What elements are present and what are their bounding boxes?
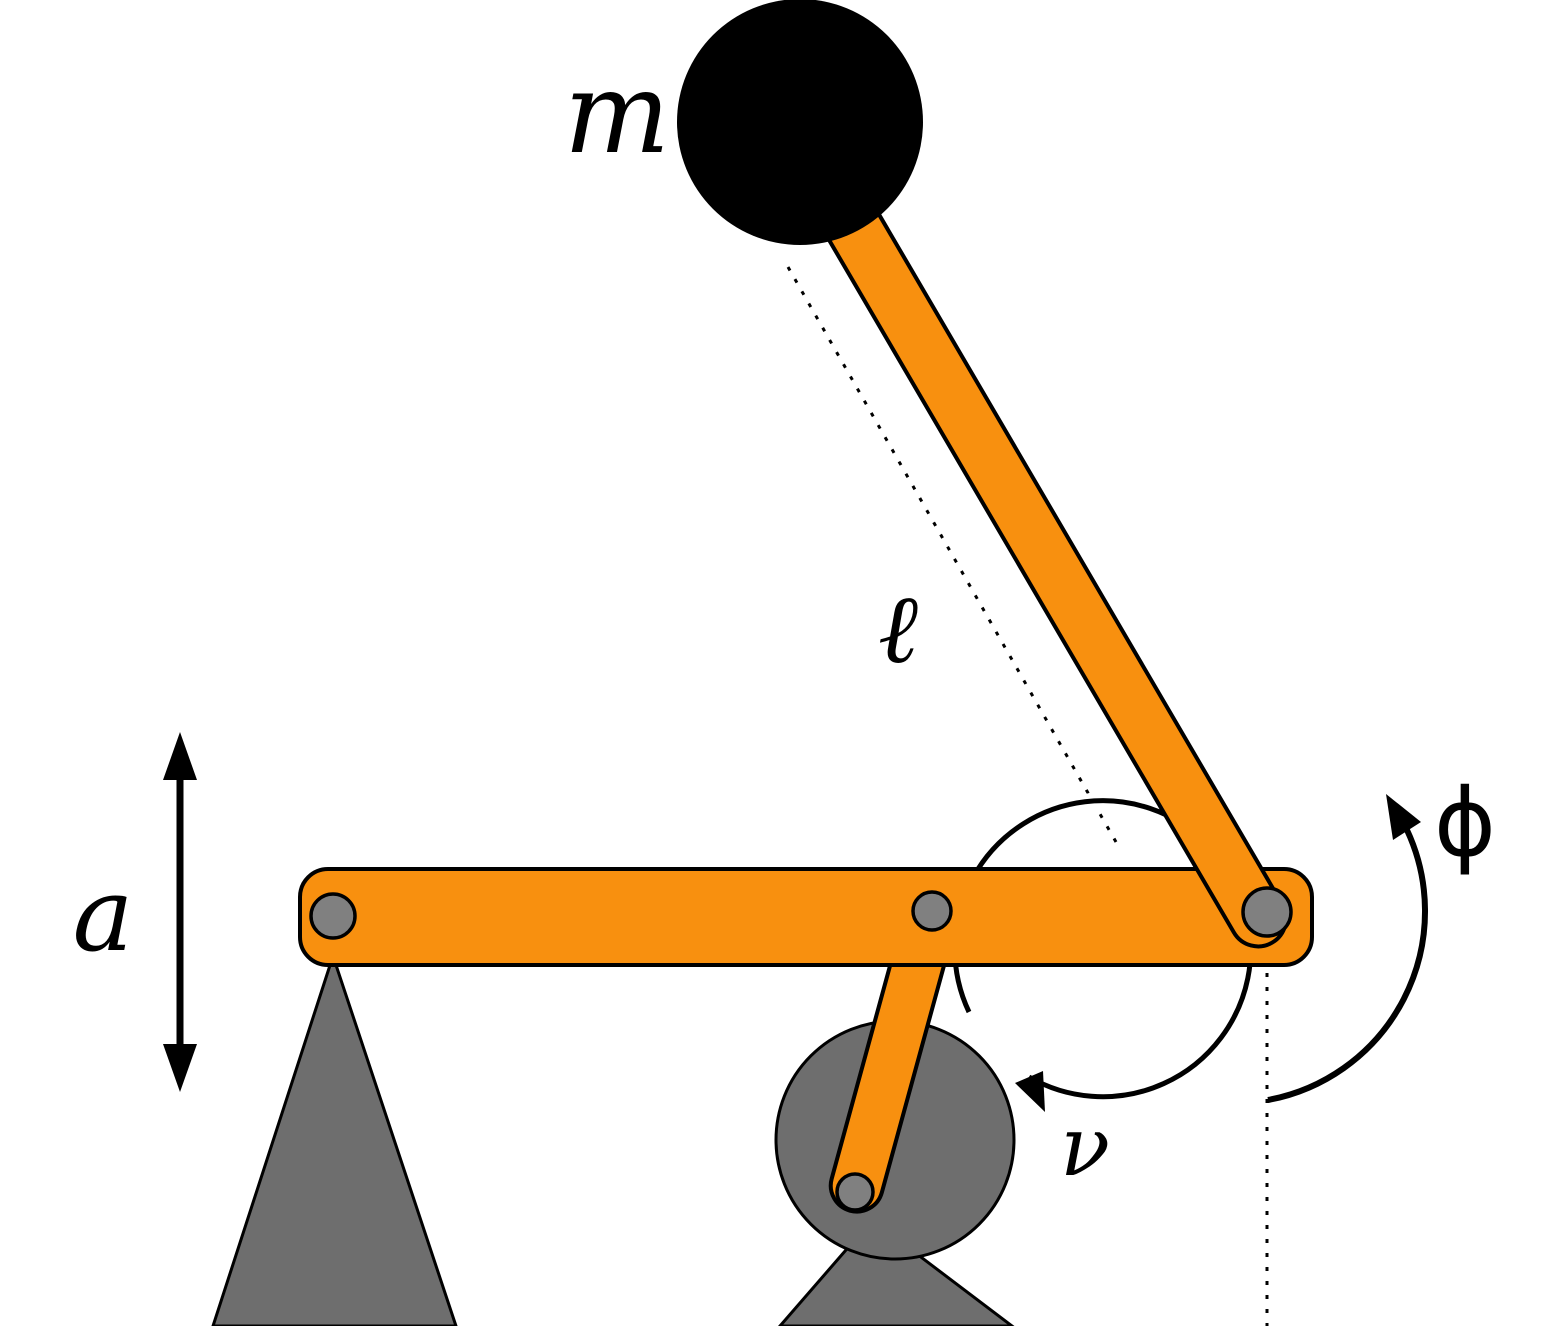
pendulum-rod xyxy=(776,116,1289,949)
phi-angle-arrow xyxy=(1267,794,1428,1103)
phi-angle-arc xyxy=(1267,828,1428,1103)
rotation-arrowhead xyxy=(1015,1071,1045,1112)
right-pivot xyxy=(1241,886,1293,938)
crank-top-pivot xyxy=(911,890,953,932)
amplitude-label: a xyxy=(73,856,134,975)
left-pivot xyxy=(309,892,357,940)
angle-label: ϕ xyxy=(1434,769,1496,878)
amplitude-arrow xyxy=(163,732,197,1092)
frequency-label: ν xyxy=(1060,1100,1110,1195)
mass-label: m xyxy=(564,49,670,179)
left-support-triangle xyxy=(211,951,458,1326)
motor-support-triangle xyxy=(778,1217,1015,1326)
amplitude-arrowhead-down xyxy=(163,1044,197,1092)
lever-bar xyxy=(298,867,1314,967)
crank-pin-pivot xyxy=(835,1172,875,1212)
length-label: ℓ xyxy=(878,573,918,685)
phi-arrowhead xyxy=(1386,794,1421,840)
mass-circle xyxy=(677,0,923,245)
amplitude-arrowhead-up xyxy=(163,732,197,780)
